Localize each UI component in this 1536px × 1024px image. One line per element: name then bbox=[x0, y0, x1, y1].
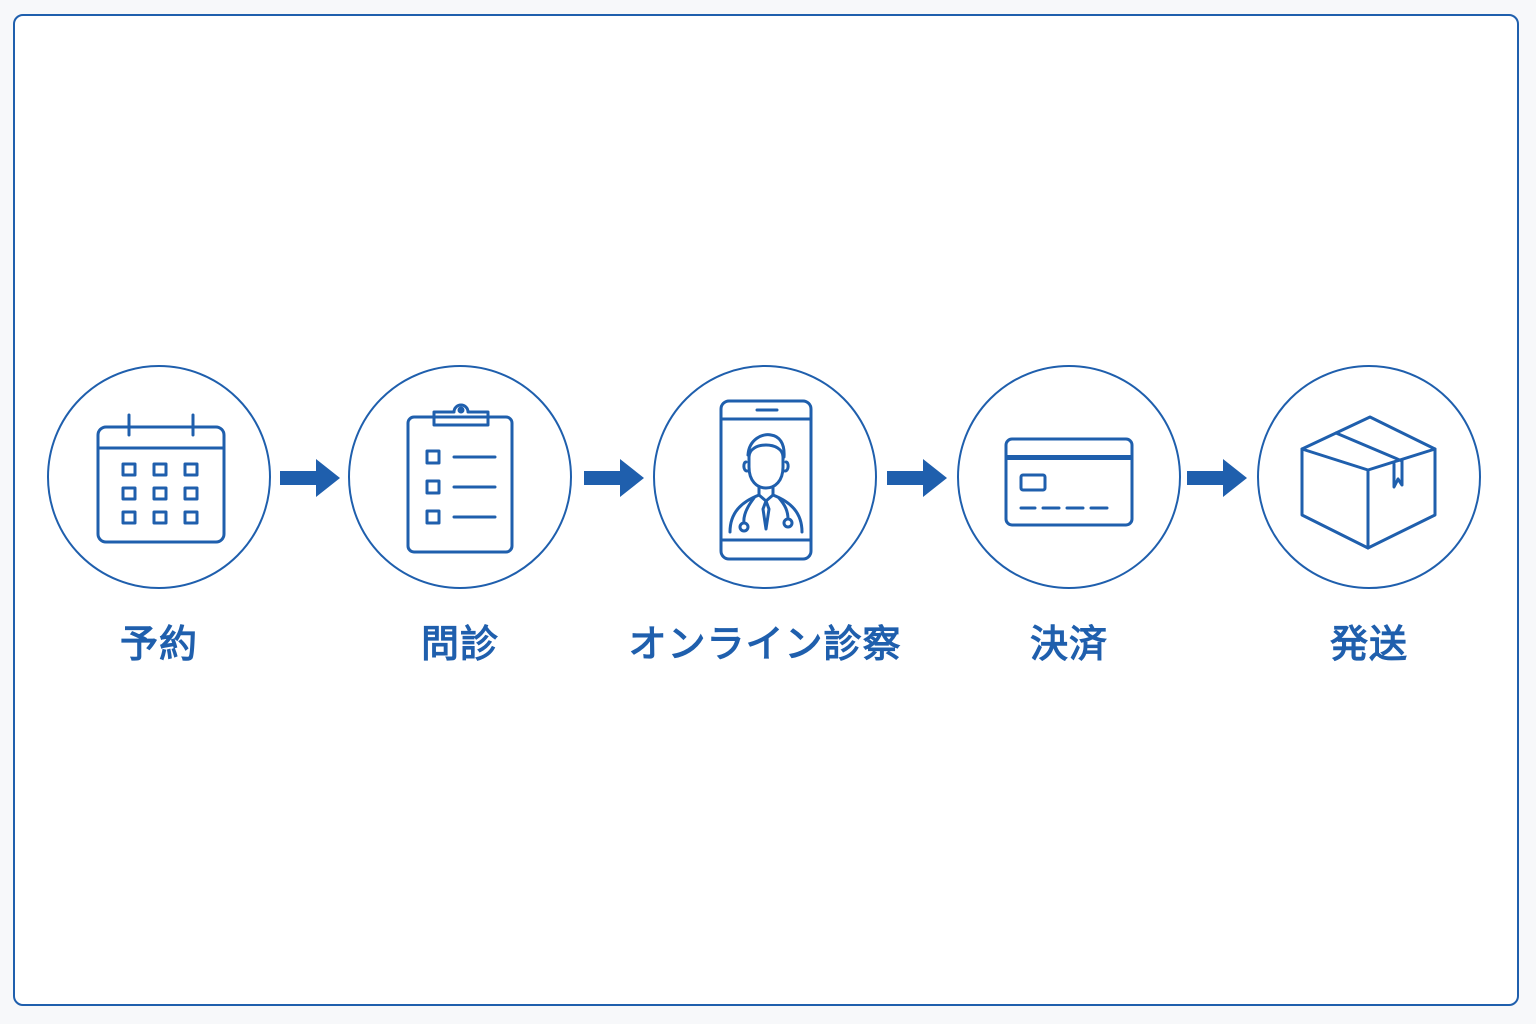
step-label: 問診 bbox=[420, 622, 499, 666]
step-circle bbox=[47, 365, 271, 589]
step-label: 決済 bbox=[1029, 622, 1108, 666]
step-circle bbox=[957, 365, 1181, 589]
arrow-right-icon bbox=[280, 457, 342, 499]
smartphone-doctor-icon bbox=[719, 399, 813, 561]
package-box-icon bbox=[1300, 415, 1437, 550]
calendar-icon bbox=[96, 413, 226, 544]
arrow-right-icon bbox=[584, 457, 646, 499]
step-circle bbox=[1257, 365, 1481, 589]
step-label: オンライン診察 bbox=[628, 622, 902, 666]
step-label: 予約 bbox=[119, 622, 198, 666]
arrow-right-icon bbox=[887, 457, 949, 499]
credit-card-icon bbox=[1004, 437, 1134, 527]
clipboard-checklist-icon bbox=[406, 403, 514, 554]
arrow-right-icon bbox=[1187, 457, 1249, 499]
step-circle bbox=[348, 365, 572, 589]
step-circle bbox=[653, 365, 877, 589]
step-label: 発送 bbox=[1329, 622, 1408, 666]
